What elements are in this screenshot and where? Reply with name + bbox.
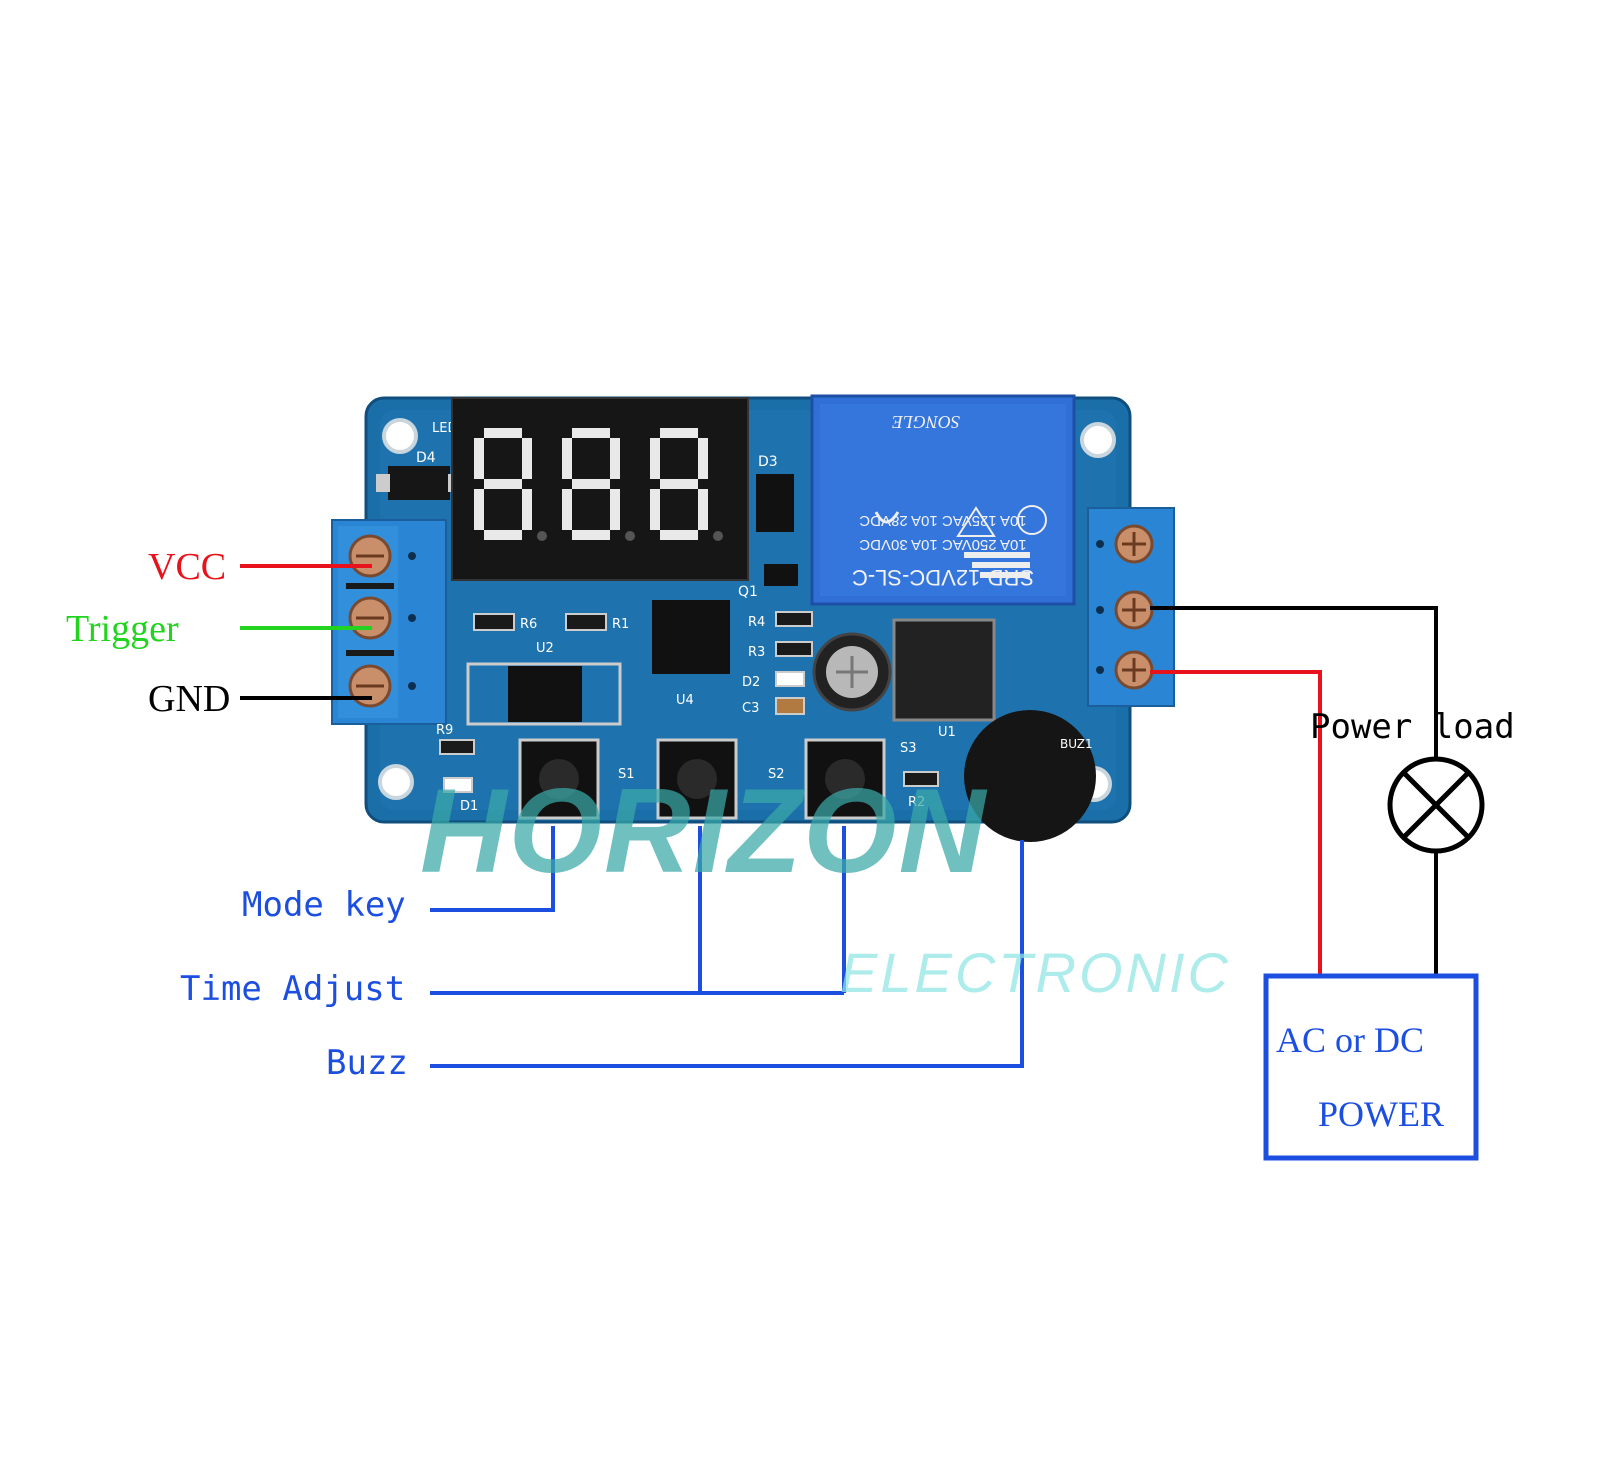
electrolytic-capacitor <box>812 632 892 712</box>
label-mode-key: Mode key <box>242 885 406 925</box>
label-gnd: GND <box>148 678 231 720</box>
label-vcc: VCC <box>148 546 227 588</box>
label-time-adjust: Time Adjust <box>180 969 406 1009</box>
label-r9: R9 <box>436 723 453 738</box>
display-segment <box>522 489 532 530</box>
push-button-s2[interactable]: S2 <box>656 738 785 820</box>
power-supply-box <box>1263 973 1479 1161</box>
display-segment <box>484 530 522 540</box>
push-button-s1[interactable]: S1 <box>518 738 635 820</box>
label-s2: S2 <box>768 767 785 782</box>
relay-rating-1: 10A 250VAC 10A 30VDC <box>859 536 1027 553</box>
optocoupler-u2 <box>466 662 622 726</box>
regulator-u1: U1 <box>892 618 996 740</box>
relay-brand: SONGLE <box>892 412 960 432</box>
display-decimal-point <box>537 531 547 541</box>
relay-rating-2: 10A 125VAC 10A 28VDC <box>859 512 1027 529</box>
watermark-horizon: HORIZON <box>420 764 988 898</box>
transistor-q1: Q1 <box>738 564 798 600</box>
terminal-screw-vcc <box>348 534 392 578</box>
input-wires <box>240 564 372 700</box>
relay: SRD-12VDC-SL-C 10A 250VAC 10A 30VDC 10A … <box>810 394 1076 606</box>
label-r6: R6 <box>520 617 537 632</box>
label-u2: U2 <box>536 641 554 656</box>
terminal-screw-nc <box>1114 524 1154 564</box>
pcb-board: D4 LED D3 Q1 SRD-12VDC-SL-C 10A 250VAC 1… <box>331 394 1175 842</box>
display-segment <box>572 530 610 540</box>
watermark-electronic: ELECTRONIC <box>840 941 1231 1004</box>
power-supply-line-1: AC or DC <box>1276 1020 1425 1060</box>
label-d4: D4 <box>416 450 436 466</box>
label-s3: S3 <box>900 741 917 756</box>
smd-components: R6 R1 U2 R4 R3 D2 C3 R9 D1 R2 <box>436 611 939 814</box>
display-segment <box>562 438 572 479</box>
label-r4: R4 <box>748 615 765 630</box>
load-wire-com <box>1150 606 1438 758</box>
output-wires <box>1150 606 1438 976</box>
display-segment <box>610 489 620 530</box>
display-segment <box>572 479 610 489</box>
power-supply-line-2: POWER <box>1318 1094 1444 1134</box>
label-u4: U4 <box>676 693 694 708</box>
watermark: HORIZON ELECTRONIC <box>420 764 1231 1004</box>
display-segment <box>660 428 698 438</box>
display-segment <box>522 438 532 479</box>
display-segment <box>650 438 660 479</box>
annotation-leader-lines <box>430 826 1024 1068</box>
label-d1: D1 <box>460 799 478 814</box>
lamp-icon <box>1387 756 1485 854</box>
label-q1: Q1 <box>738 584 758 600</box>
mode-key-leader <box>430 826 555 912</box>
label-r3: R3 <box>748 645 765 660</box>
display-digits <box>474 428 723 541</box>
ic-u4: U4 <box>652 600 730 708</box>
buzz-leader <box>430 840 1024 1068</box>
buzzer: BUZ1 <box>964 710 1096 842</box>
display-decimal-point <box>713 531 723 541</box>
push-button-s3[interactable]: S3 <box>804 738 917 820</box>
display-segment <box>562 489 572 530</box>
label-d3: D3 <box>758 454 778 470</box>
display-segment <box>660 479 698 489</box>
input-terminal-block <box>331 519 447 725</box>
display-segment <box>698 489 708 530</box>
terminal-screw-trigger <box>348 596 392 640</box>
display-segment <box>572 428 610 438</box>
label-r1: R1 <box>612 617 629 632</box>
label-c3: C3 <box>742 701 759 716</box>
display-segment <box>698 438 708 479</box>
display-segment <box>650 489 660 530</box>
display-segment <box>484 479 522 489</box>
display-segment <box>660 530 698 540</box>
label-d2: D2 <box>742 675 760 690</box>
supply-wire-no <box>1150 670 1322 976</box>
label-u1: U1 <box>938 725 956 740</box>
label-buzz: Buzz <box>326 1043 408 1083</box>
terminal-screw-no <box>1114 650 1154 690</box>
label-buz1: BUZ1 <box>1060 737 1093 751</box>
display-segment <box>610 438 620 479</box>
label-trigger: Trigger <box>66 608 179 650</box>
relay-cert-marks <box>874 505 1047 578</box>
display-decimal-point <box>625 531 635 541</box>
label-power-load: Power load <box>1310 707 1515 747</box>
display-segment <box>474 438 484 479</box>
terminal-screw-com <box>1114 590 1154 630</box>
label-s1: S1 <box>618 767 635 782</box>
label-r2: R2 <box>908 795 925 810</box>
seven-segment-display <box>451 397 749 581</box>
display-segment <box>474 489 484 530</box>
display-segment <box>484 428 522 438</box>
diode-d3: D3 <box>756 454 794 532</box>
